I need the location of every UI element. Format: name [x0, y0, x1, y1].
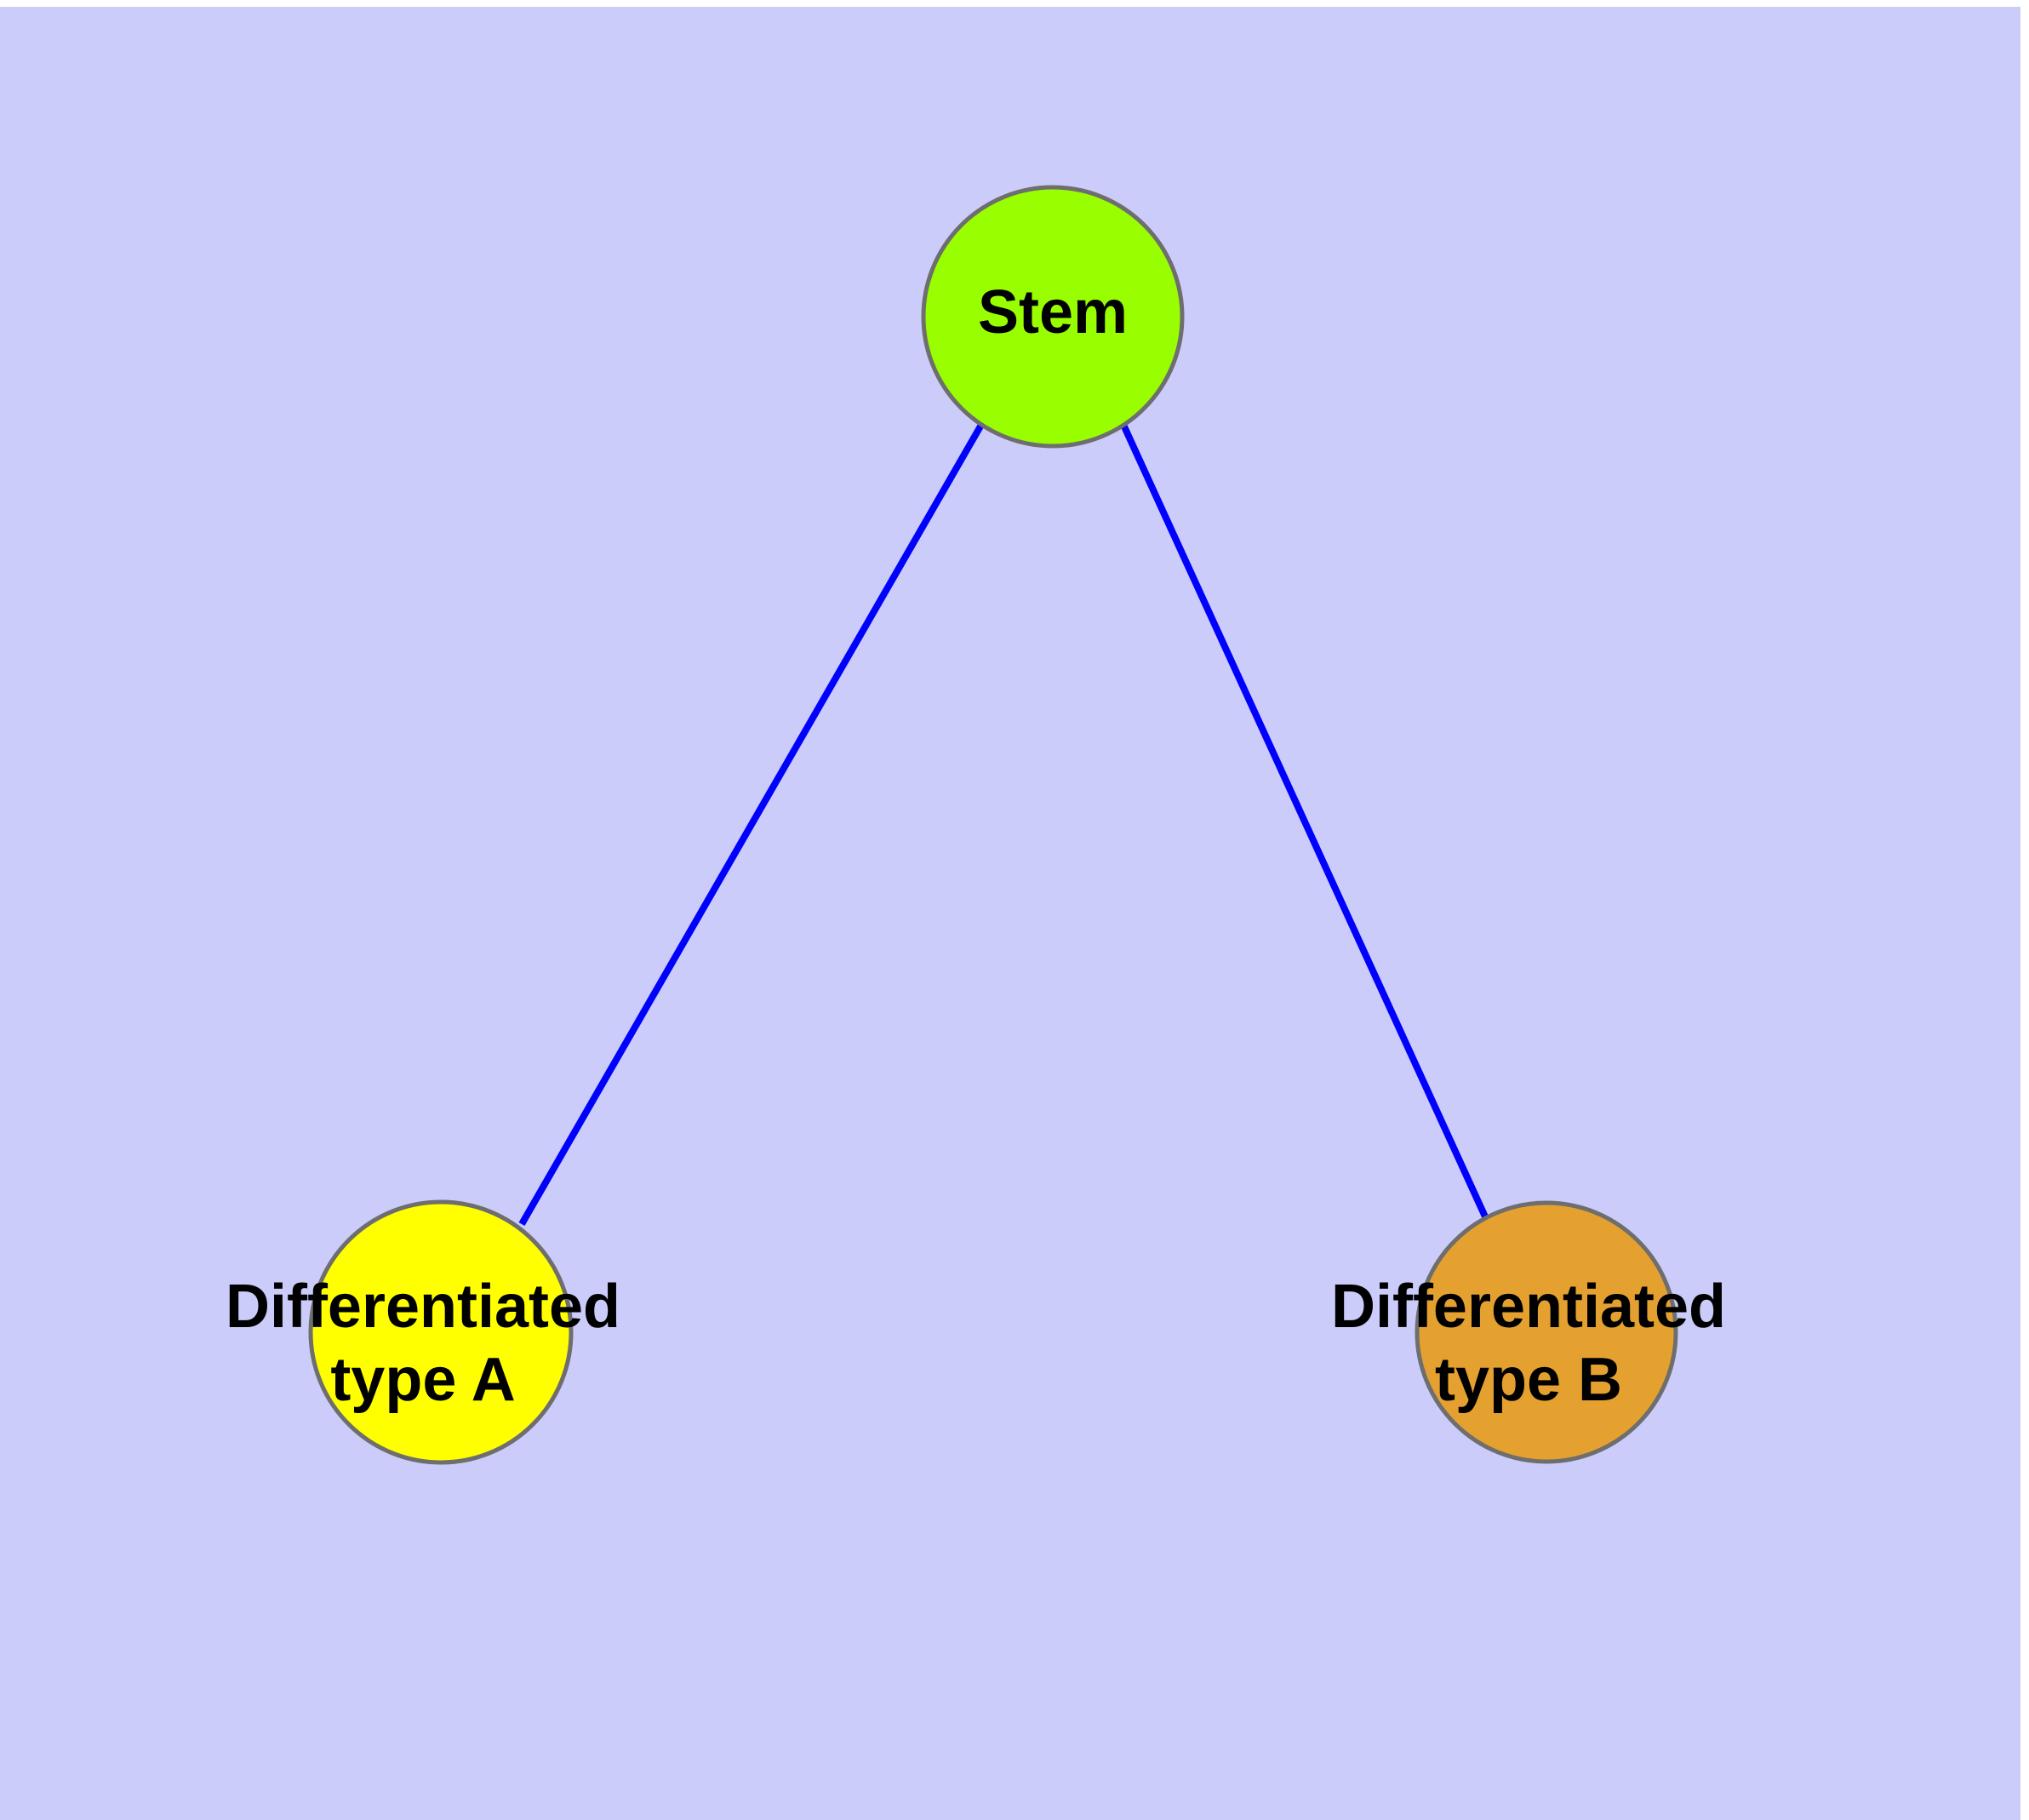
- node-label-diff-b-line1: Differentiated: [1331, 1273, 1726, 1341]
- label-layer: Stem Differentiated type A Differentiate…: [226, 278, 1726, 1414]
- node-label-diff-b-line2: type B: [1435, 1346, 1622, 1414]
- node-stem[interactable]: [921, 185, 1185, 449]
- node-label-diff-a-line1: Differentiated: [226, 1273, 620, 1341]
- node-label-stem: Stem: [978, 278, 1128, 346]
- edge-layer: [518, 423, 1492, 1226]
- node-circle-diff-a[interactable]: [308, 1199, 574, 1465]
- edge-stem-to-diff-b[interactable]: [1120, 423, 1492, 1226]
- node-layer: [308, 185, 1678, 1465]
- node-circle-stem[interactable]: [921, 185, 1185, 449]
- node-diff-a[interactable]: [308, 1199, 574, 1465]
- node-label-diff-a-line2: type A: [330, 1346, 515, 1414]
- node-circle-diff-b[interactable]: [1415, 1200, 1678, 1464]
- node-diff-b[interactable]: [1415, 1200, 1678, 1464]
- edge-stem-to-diff-a[interactable]: [518, 423, 985, 1226]
